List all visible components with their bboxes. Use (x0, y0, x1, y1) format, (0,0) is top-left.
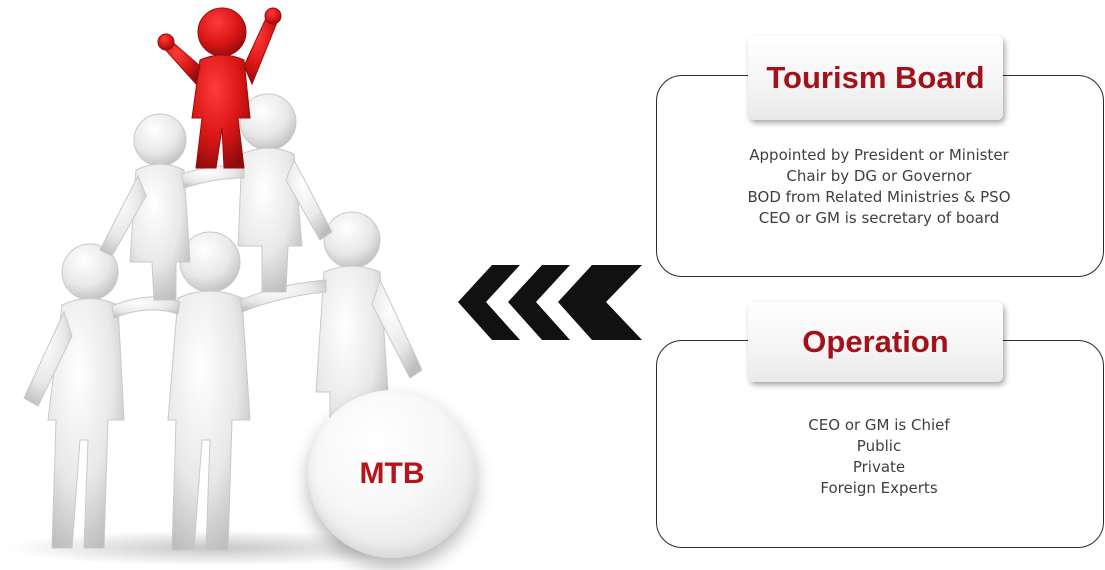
operation-details: CEO or GM is Chief Public Private Foreig… (656, 415, 1102, 499)
detail-line: Public (856, 437, 902, 455)
triple-chevron-left-icon (458, 265, 642, 340)
detail-line: CEO or GM is Chief (808, 416, 950, 434)
detail-line: Appointed by President or Minister (749, 146, 1009, 164)
detail-line: Foreign Experts (820, 479, 938, 497)
bottom-row-figures (23, 211, 423, 551)
tourism-board-details: Appointed by President or Minister Chair… (656, 145, 1102, 229)
operation-title: Operation (748, 302, 1003, 382)
detail-line: CEO or GM is secretary of board (758, 209, 1000, 227)
chevron-left-icon (558, 265, 642, 340)
leader-figure (157, 7, 282, 169)
tourism-board-title: Tourism Board (748, 36, 1003, 120)
mtb-disc: MTB (308, 390, 476, 558)
mtb-label: MTB (359, 457, 425, 490)
detail-line: BOD from Related Ministries & PSO (747, 188, 1011, 206)
chevron-left-icon (458, 265, 520, 340)
detail-line: Private (852, 458, 906, 476)
people-pyramid-illustration (5, 7, 425, 566)
chevron-left-icon (508, 265, 570, 340)
detail-line: Chair by DG or Governor (786, 167, 972, 185)
middle-row-figures (99, 93, 333, 301)
